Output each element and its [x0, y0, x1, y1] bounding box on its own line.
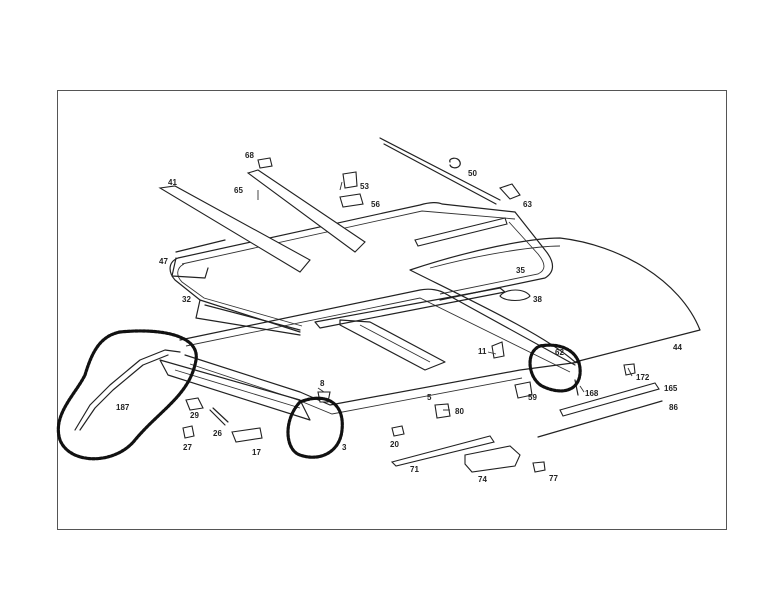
part-label-41: 41 — [168, 178, 177, 187]
left-front-molding-line — [174, 369, 301, 409]
roof-frame-right-rail-inner — [439, 221, 545, 295]
part-label-62: 62 — [555, 348, 564, 357]
middle-strut-detail — [359, 324, 431, 363]
part-label-20: 20 — [390, 440, 399, 449]
part-label-65: 65 — [234, 186, 243, 195]
glass-roof-inner-edge — [429, 245, 561, 269]
strip-71 — [390, 435, 495, 467]
diagram-frame — [57, 90, 727, 530]
strip-65 — [246, 169, 366, 253]
part-label-50: 50 — [468, 169, 477, 178]
part-label-3: 3 — [342, 443, 347, 452]
part-label-17: 17 — [252, 448, 261, 457]
roof-frame-left-rail — [169, 257, 301, 333]
nut-27 — [182, 425, 195, 439]
part-label-165: 165 — [664, 384, 678, 393]
part-label-44: 44 — [673, 343, 682, 352]
middle-strut — [339, 319, 446, 371]
part-label-26: 26 — [213, 429, 222, 438]
bracket-11 — [491, 341, 505, 359]
roof-frame-front-rail — [179, 288, 576, 366]
seal-47 — [171, 239, 226, 279]
part-label-63: 63 — [523, 200, 532, 209]
strip-165 — [559, 382, 660, 417]
bracket-63 — [499, 183, 521, 200]
part-label-74: 74 — [478, 475, 487, 484]
roof-frame-rear-rail — [177, 202, 516, 259]
part-label-27: 27 — [183, 443, 192, 452]
screw-168 — [574, 379, 579, 396]
roof-frame-front-rail-inner — [185, 297, 571, 373]
part-label-11: 11 — [478, 347, 487, 356]
part-label-80: 80 — [455, 407, 464, 416]
part-label-77: 77 — [549, 474, 558, 483]
clip-20 — [391, 425, 405, 437]
clip-56 — [339, 193, 364, 208]
front-trim-strip — [314, 287, 506, 329]
part-label-71: 71 — [410, 465, 419, 474]
part-label-38: 38 — [533, 295, 542, 304]
screw-172 — [623, 363, 636, 376]
leader-lines — [257, 181, 633, 411]
glass-roof-panel — [409, 237, 701, 363]
screw-59 — [514, 381, 533, 399]
seal-187 — [74, 349, 181, 431]
part-label-168: 168 — [585, 389, 599, 398]
part-label-86: 86 — [669, 403, 678, 412]
roof-lower-frame-inner — [189, 363, 523, 415]
roof-frame-left-rail-inner — [177, 263, 303, 327]
roof-frame-right-rail — [439, 211, 554, 301]
seal-32 — [195, 299, 301, 336]
scribble-circle-3 — [286, 396, 344, 459]
part-label-59: 59 — [528, 393, 537, 402]
bracket-17 — [231, 427, 263, 443]
part-label-47: 47 — [159, 257, 168, 266]
switch-74 — [464, 445, 521, 473]
scribble-circle-187 — [56, 329, 198, 461]
part-label-35: 35 — [516, 266, 525, 275]
part-label-8: 8 — [320, 379, 325, 388]
strip-41 — [158, 185, 311, 273]
strip-35 — [414, 217, 508, 247]
clip-50 — [449, 157, 461, 169]
strip-86 — [537, 400, 663, 438]
nut-80 — [434, 403, 451, 419]
part-label-187: 187 — [116, 403, 130, 412]
bolt-68 — [257, 157, 273, 169]
part-label-29: 29 — [190, 411, 199, 420]
part-label-53: 53 — [360, 182, 369, 191]
part-label-32: 32 — [182, 295, 191, 304]
left-front-molding — [159, 359, 311, 421]
rail-50 — [379, 137, 501, 205]
cover-38 — [499, 289, 531, 302]
screw-77 — [532, 461, 546, 473]
roof-lower-frame — [184, 354, 581, 406]
part-label-56: 56 — [371, 200, 380, 209]
part-label-68: 68 — [245, 151, 254, 160]
nut-53 — [342, 171, 358, 189]
part-label-172: 172 — [636, 373, 650, 382]
scribble-circle-62 — [528, 343, 582, 393]
clip-29 — [185, 397, 204, 411]
part-label-5: 5 — [427, 393, 432, 402]
screw-26 — [209, 407, 229, 426]
